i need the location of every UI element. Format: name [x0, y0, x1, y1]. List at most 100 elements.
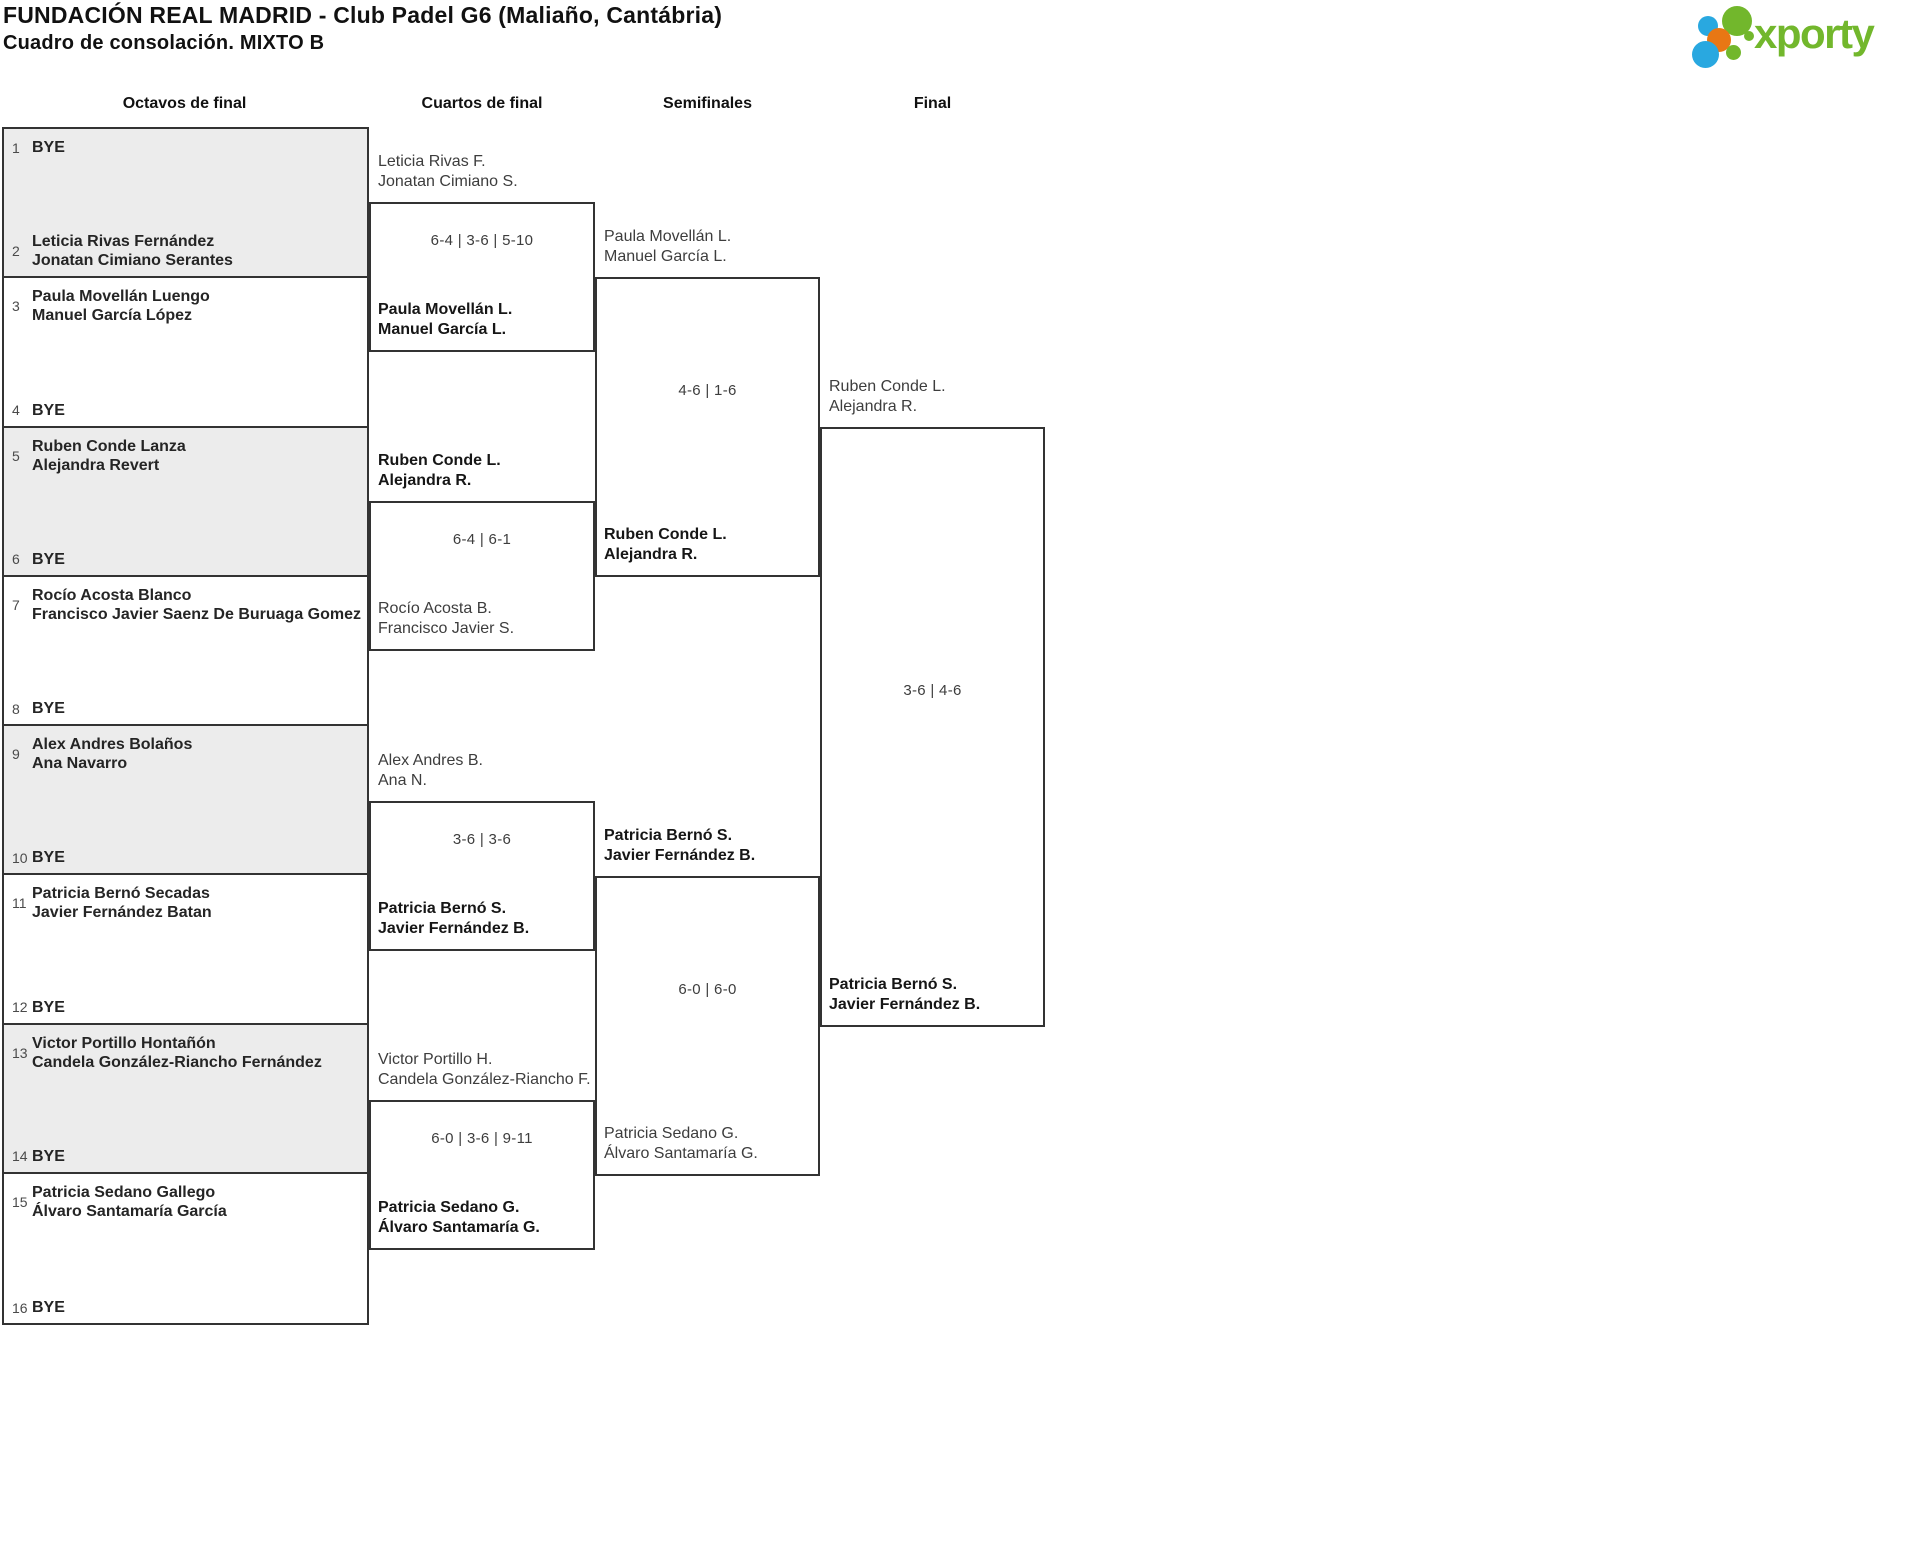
team-name-line: BYE	[32, 1147, 65, 1165]
quarterfinal-1-box: Leticia Rivas F. Jonatan Cimiano S. 6-4 …	[369, 153, 595, 352]
entrant-name-line: Paula Movellán L.	[604, 228, 732, 245]
semifinal-2-box: Patricia Bernó S. Javier Fernández B. 6-…	[595, 827, 820, 1176]
entrant-name-line: Leticia Rivas F.	[378, 153, 486, 170]
seed-number: 3	[12, 298, 20, 315]
seed-number: 13	[12, 1044, 28, 1061]
logo-dot-icon	[1692, 41, 1719, 68]
seed-number: 12	[12, 999, 28, 1015]
match-score: 3-6 | 3-6	[452, 831, 512, 848]
seed-number: 4	[12, 402, 20, 418]
match-score: 6-4 | 6-1	[452, 531, 512, 548]
team-name-line: Ana Navarro	[32, 755, 128, 772]
entrant-name-line: Alejandra R.	[604, 546, 698, 563]
team-name-line: BYE	[32, 700, 65, 717]
team-name-line: Alex Andres Bolaños	[32, 736, 193, 753]
seed-slot-6: 6 BYE	[4, 550, 363, 569]
seed-slot-7: 7 Rocío Acosta Blanco Francisco Javier S…	[4, 586, 363, 624]
octavos-match-3: 5 Ruben Conde Lanza Alejandra Revert 6 B…	[4, 427, 367, 577]
entrant-name-line: Ana N.	[378, 772, 427, 789]
entrant-bottom-team: Ruben Conde L. Alejandra R.	[604, 525, 818, 565]
team-name-line: Alejandra Revert	[32, 456, 160, 474]
page-subtitle: Cuadro de consolación. MIXTO B	[3, 32, 325, 54]
seed-slot-2: 2 Leticia Rivas Fernández Jonatan Cimian…	[4, 232, 363, 270]
team-names: Victor Portillo Hontañón Candela Gonzále…	[32, 1034, 322, 1072]
octavos-match-4: 7 Rocío Acosta Blanco Francisco Javier S…	[4, 576, 367, 726]
page-title: FUNDACIÓN REAL MADRID - Club Padel G6 (M…	[3, 2, 723, 28]
team-name-line: Javier Fernández Batan	[32, 904, 212, 922]
team-names: BYE	[32, 848, 65, 867]
match-score: 6-4 | 3-6 | 5-10	[430, 232, 534, 249]
entrant-name-line: Javier Fernández B.	[378, 920, 530, 937]
seed-slot-11: 11 Patricia Bernó Secadas Javier Fernánd…	[4, 884, 363, 922]
entrant-name-line: Victor Portillo H.	[378, 1051, 493, 1068]
quarterfinal-3-box: Alex Andres B. Ana N. 3-6 | 3-6 Patricia…	[369, 752, 595, 951]
entrant-name-line: Álvaro Santamaría G.	[604, 1145, 758, 1162]
entrant-name-line: Javier Fernández B.	[829, 996, 981, 1013]
team-name-line: Álvaro Santamaría García	[32, 1202, 227, 1220]
round-header-octavos: Octavos de final	[122, 95, 247, 112]
team-names: BYE	[32, 401, 65, 420]
team-name-line: BYE	[32, 849, 65, 867]
entrant-name-line: Candela González-Riancho F.	[378, 1071, 591, 1088]
entrant-name-line: Patricia Bernó S.	[604, 827, 733, 844]
round-header-final: Final	[913, 95, 952, 112]
entrant-top-team: Patricia Bernó S. Javier Fernández B.	[604, 826, 818, 866]
seed-number: 1	[12, 139, 20, 156]
seed-slot-4: 4 BYE	[4, 401, 363, 420]
team-names: BYE	[32, 998, 65, 1017]
team-name-line: Rocío Acosta Blanco	[32, 586, 192, 604]
team-name-line: Patricia Sedano Gallego	[32, 1183, 216, 1201]
team-name-line: Paula Movellán Luengo	[32, 288, 210, 306]
team-name-line: Manuel García López	[32, 307, 193, 325]
seed-number: 14	[12, 1148, 28, 1165]
seed-slot-15: 15 Patricia Sedano Gallego Álvaro Santam…	[4, 1183, 363, 1221]
team-names: BYE	[32, 1298, 65, 1317]
entrant-name-line: Patricia Sedano G.	[378, 1199, 520, 1216]
octavos-column: 1 BYE 2 Leticia Rivas Fernández Jonatan …	[2, 127, 369, 1325]
seed-slot-14: 14 BYE	[4, 1147, 363, 1166]
entrant-top-team: Alex Andres B. Ana N.	[378, 751, 593, 791]
seed-slot-10: 10 BYE	[4, 848, 363, 867]
seed-number: 7	[12, 596, 20, 613]
seed-slot-16: 16 BYE	[4, 1298, 363, 1317]
team-name-line: BYE	[32, 139, 65, 156]
entrant-bottom-team: Patricia Bernó S. Javier Fernández B.	[378, 899, 593, 939]
entrant-name-line: Patricia Bernó S.	[378, 900, 507, 917]
quarterfinal-4-box: Victor Portillo H. Candela González-Rian…	[369, 1051, 595, 1250]
semifinal-1-box: Paula Movellán L. Manuel García L. 4-6 |…	[595, 228, 820, 577]
logo-brand-text: xporty	[1754, 10, 1875, 57]
entrant-name-line: Ruben Conde L.	[829, 378, 946, 395]
seed-slot-8: 8 BYE	[4, 699, 363, 718]
quarterfinal-2-box: Ruben Conde L. Alejandra R. 6-4 | 6-1 Ro…	[369, 452, 595, 651]
team-names: Ruben Conde Lanza Alejandra Revert	[32, 437, 186, 475]
team-name-line: Francisco Javier Saenz De Buruaga Gomez	[32, 605, 362, 623]
entrant-name-line: Jonatan Cimiano S.	[378, 173, 518, 190]
team-names: Rocío Acosta Blanco Francisco Javier Sae…	[32, 586, 361, 624]
entrant-bottom-team: Paula Movellán L. Manuel García L.	[378, 300, 593, 340]
xporty-logo[interactable]: xporty	[1690, 4, 1916, 70]
entrant-name-line: Rocío Acosta B.	[378, 600, 492, 617]
team-name-line: Patricia Bernó Secadas	[32, 885, 210, 903]
seed-slot-1: 1 BYE	[4, 138, 363, 157]
team-name-line: BYE	[32, 401, 65, 419]
seed-slot-12: 12 BYE	[4, 998, 363, 1017]
seed-slot-9: 9 Alex Andres Bolaños Ana Navarro	[4, 735, 363, 773]
seed-number: 9	[12, 746, 20, 762]
seed-number: 16	[12, 1299, 28, 1316]
team-name-line: Candela González-Riancho Fernández	[32, 1053, 322, 1071]
entrant-bottom-team: Rocío Acosta B. Francisco Javier S.	[378, 599, 593, 639]
final-box: Ruben Conde L. Alejandra R. 3-6 | 4-6 Pa…	[820, 378, 1045, 1027]
seed-number: 11	[12, 895, 27, 912]
entrant-name-line: Alejandra R.	[378, 472, 472, 489]
team-name-line: Victor Portillo Hontañón	[32, 1034, 216, 1052]
round-header-semifinales: Semifinales	[663, 95, 752, 112]
team-names: Paula Movellán Luengo Manuel García Lópe…	[32, 287, 210, 325]
match-score: 6-0 | 3-6 | 9-11	[431, 1130, 533, 1147]
team-names: BYE	[32, 1147, 65, 1166]
team-names: Leticia Rivas Fernández Jonatan Cimiano …	[32, 232, 233, 270]
logo-dot-icon	[1744, 31, 1754, 41]
team-names: Alex Andres Bolaños Ana Navarro	[32, 735, 192, 773]
entrant-top-team: Paula Movellán L. Manuel García L.	[604, 227, 818, 267]
octavos-match-6: 11 Patricia Bernó Secadas Javier Fernánd…	[4, 875, 367, 1025]
